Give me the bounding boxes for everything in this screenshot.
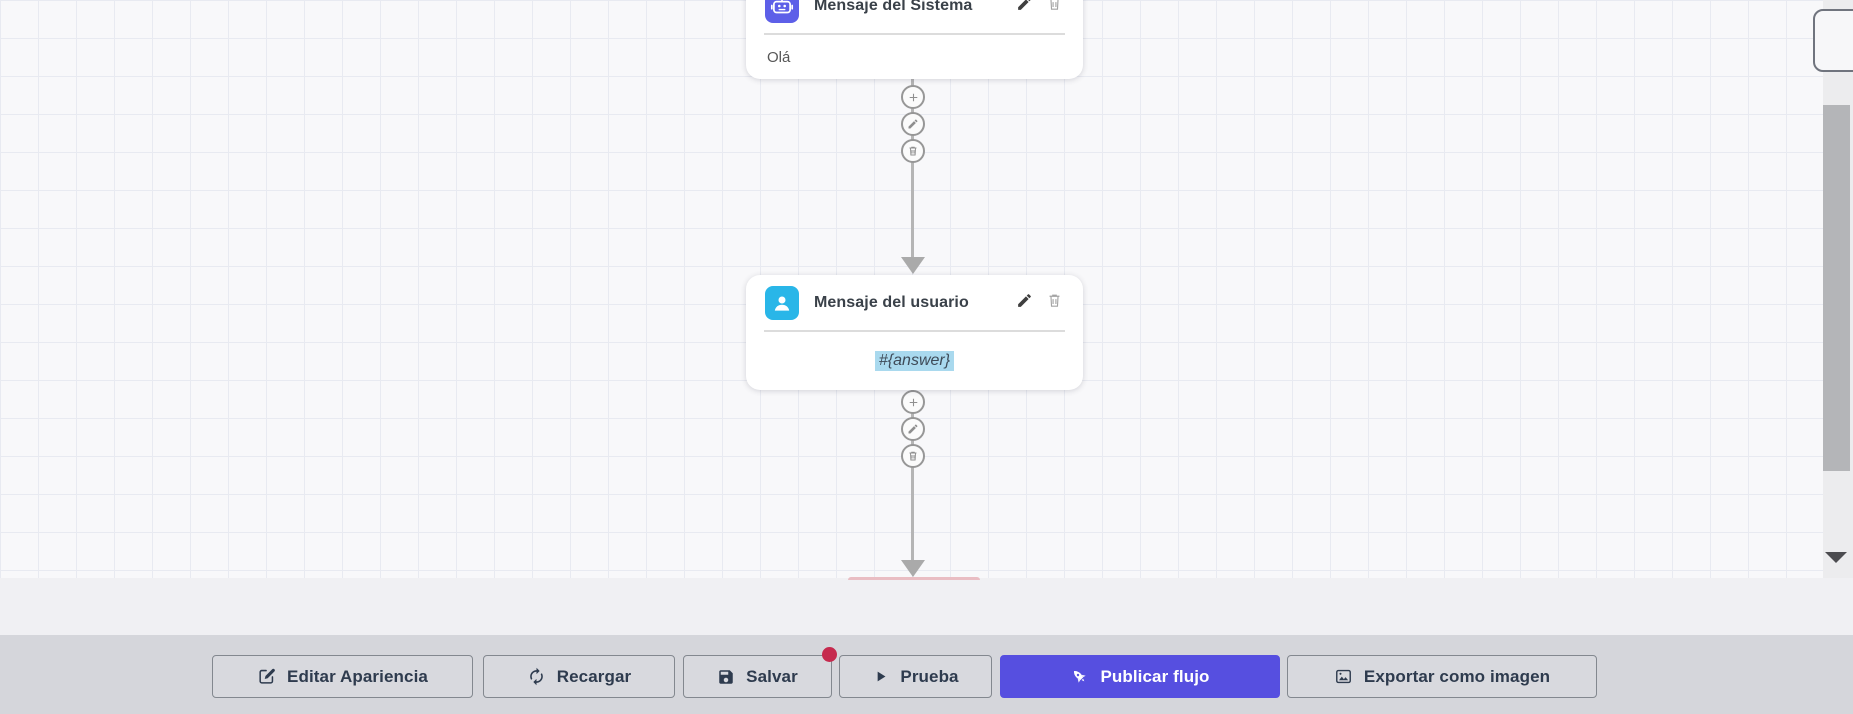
test-button[interactable]: Prueba <box>839 655 992 698</box>
reload-icon <box>529 667 543 686</box>
export-image-button[interactable]: Exportar como imagen <box>1287 655 1597 698</box>
canvas-controls-panel[interactable] <box>1813 9 1853 72</box>
edit-connection-button[interactable] <box>901 417 925 441</box>
image-icon <box>1335 669 1351 684</box>
add-node-button[interactable] <box>901 390 925 414</box>
node-body-variable: #{answer} <box>874 350 955 371</box>
unsaved-changes-badge <box>822 647 837 662</box>
node-title: Mensaje del usuario <box>814 293 969 311</box>
connector-line <box>911 79 914 259</box>
arrow-down-icon <box>901 560 925 577</box>
edit-node-icon[interactable] <box>1016 292 1033 314</box>
bottom-toolbar: Editar Apariencia Recargar Salvar Prueba <box>0 635 1853 714</box>
button-label: Recargar <box>556 666 632 686</box>
arrow-down-icon <box>901 257 925 274</box>
publish-flow-button[interactable]: Publicar flujo <box>1000 655 1280 698</box>
edit-appearance-button[interactable]: Editar Apariencia <box>212 655 473 698</box>
button-label: Editar Apariencia <box>287 666 428 686</box>
connector-actions <box>901 390 925 468</box>
button-label: Exportar como imagen <box>1363 666 1551 686</box>
node-system-message[interactable]: Mensaje del Sistema O <box>746 0 1083 79</box>
edit-connection-button[interactable] <box>901 112 925 136</box>
node-body-text: Olá <box>767 48 791 66</box>
scrollbar-thumb[interactable] <box>1823 105 1850 471</box>
scrollbar-down-arrow-icon[interactable] <box>1825 552 1847 563</box>
node-title: Mensaje del Sistema <box>814 0 973 14</box>
play-icon <box>878 671 886 682</box>
robot-icon <box>765 0 799 23</box>
edit-square-icon <box>259 668 275 684</box>
user-icon <box>765 285 799 320</box>
connector-actions <box>901 85 925 163</box>
flow-canvas[interactable]: Mensaje del Sistema O <box>0 0 1853 580</box>
next-node-edge <box>848 577 980 580</box>
reload-button[interactable]: Recargar <box>483 655 675 698</box>
save-icon <box>719 669 733 684</box>
connector-line <box>911 390 914 562</box>
add-node-button[interactable] <box>901 85 925 109</box>
node-divider <box>764 33 1065 35</box>
delete-node-icon[interactable] <box>1046 292 1063 314</box>
node-header: Mensaje del Sistema <box>746 0 1083 33</box>
delete-node-icon[interactable] <box>1046 0 1063 17</box>
button-label: Prueba <box>900 666 959 686</box>
delete-connection-button[interactable] <box>901 444 925 468</box>
save-button[interactable]: Salvar <box>683 655 832 698</box>
button-label: Publicar flujo <box>1100 666 1210 686</box>
lower-strip <box>0 578 1853 635</box>
node-divider <box>764 330 1065 332</box>
rocket-icon <box>1074 670 1087 683</box>
node-header: Mensaje del usuario <box>746 275 1083 330</box>
edit-node-icon[interactable] <box>1016 0 1033 17</box>
delete-connection-button[interactable] <box>901 139 925 163</box>
button-label: Salvar <box>746 666 798 686</box>
node-user-message[interactable]: Mensaje del usuario #{answe <box>746 275 1083 390</box>
